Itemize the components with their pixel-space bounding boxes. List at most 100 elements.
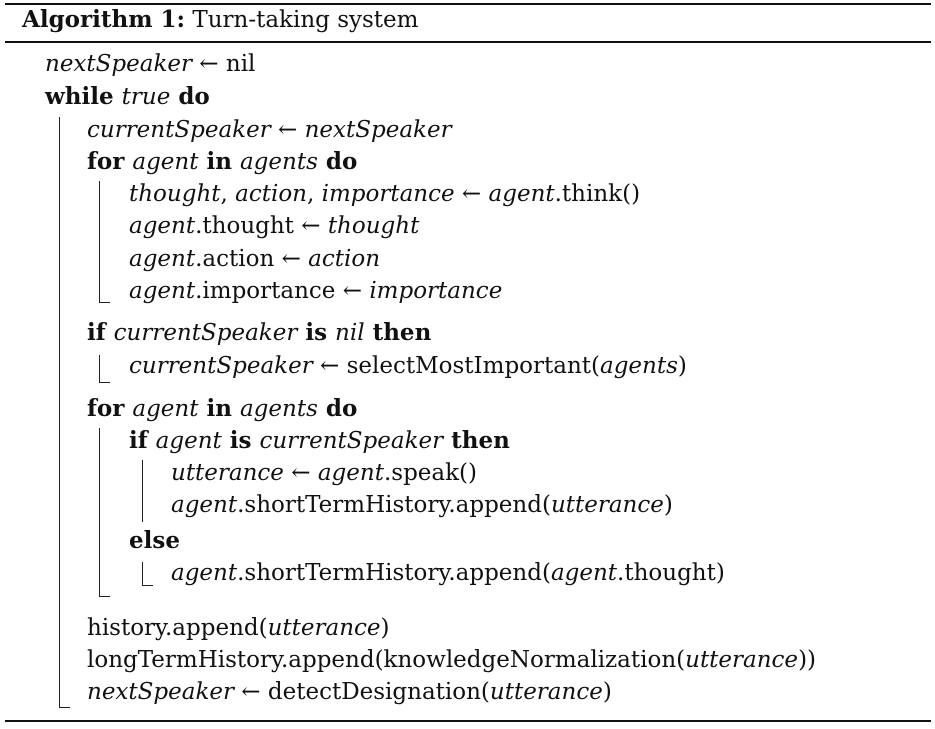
if-speaker-block-bar [142, 460, 143, 522]
while-block-bar [59, 117, 60, 708]
code-line: for agent in agents do [87, 148, 357, 178]
keyword: if [129, 427, 156, 454]
keyword: while [45, 83, 122, 110]
caption-title: Turn-taking system [192, 7, 419, 33]
code-line: currentSpeaker ← nextSpeaker [87, 116, 452, 146]
code-line: nextSpeaker ← nil [45, 50, 255, 80]
variable: currentSpeaker [259, 428, 444, 454]
variable: utterance [685, 647, 799, 673]
keyword: for [87, 395, 133, 422]
top-rule [5, 3, 931, 5]
code-text: ) [677, 353, 687, 379]
keyword: do [317, 395, 358, 422]
variable: agent [155, 428, 222, 454]
code-text: )) [798, 647, 817, 673]
if-nil-block-bar [99, 355, 100, 383]
code-line: if currentSpeaker is nil then [87, 319, 431, 349]
code-text: ← [454, 181, 489, 207]
variable: currentSpeaker [113, 320, 298, 346]
variable: agents [239, 149, 318, 175]
variable: thought [327, 213, 420, 239]
variable: action [235, 181, 307, 207]
keyword: then [443, 427, 510, 454]
keyword: if [87, 319, 114, 346]
variable: utterance [171, 460, 284, 486]
keyword: in [198, 395, 240, 422]
for-thought-block-end [99, 302, 110, 303]
variable: agent [129, 246, 196, 272]
variable: agent [132, 149, 199, 175]
variable: true [121, 84, 171, 110]
keyword: is [221, 427, 260, 454]
code-text: ) [663, 492, 673, 518]
code-text: .think() [554, 181, 641, 207]
keyword: do [317, 148, 358, 175]
variable: agent [317, 460, 384, 486]
caption-prefix: Algorithm 1: [22, 6, 186, 33]
variable: agents [600, 353, 678, 379]
variable: currentSpeaker [87, 117, 271, 143]
code-line: nextSpeaker ← detectDesignation(utteranc… [87, 678, 612, 708]
code-line: for agent in agents do [87, 395, 357, 425]
variable: agent [550, 560, 618, 586]
variable: importance [369, 278, 503, 304]
code-text: .speak() [383, 460, 477, 486]
variable: nextSpeaker [45, 51, 192, 77]
keyword: for [87, 148, 133, 175]
variable: utterance [267, 615, 381, 641]
variable: agent [132, 396, 199, 422]
code-text: .thought ← [195, 213, 328, 239]
code-text: history.append( [87, 615, 268, 641]
code-line: agent.shortTermHistory.append(utterance) [171, 491, 673, 521]
for-speak-block-bar [99, 428, 100, 597]
variable: utterance [550, 492, 664, 518]
code-line: agent.shortTermHistory.append(agent.thou… [171, 559, 725, 589]
code-text: longTermHistory.append(knowledgeNormaliz… [87, 647, 686, 673]
else-block-bar [142, 562, 143, 586]
code-line: utterance ← agent.speak() [171, 459, 477, 489]
code-text: .action ← [195, 246, 309, 272]
code-text: ← detectDesignation( [233, 679, 490, 705]
code-line: longTermHistory.append(knowledgeNormaliz… [87, 646, 816, 676]
code-text: .importance ← [195, 278, 370, 304]
variable: currentSpeaker [129, 353, 313, 379]
bottom-rule [5, 720, 931, 722]
variable: thought [129, 181, 221, 207]
code-line: agent.importance ← importance [129, 277, 502, 307]
code-line: currentSpeaker ← selectMostImportant(age… [129, 352, 687, 382]
code-line: while true do [45, 83, 210, 113]
variable: action [308, 246, 381, 272]
keyword: else [129, 527, 180, 554]
code-text: .thought) [617, 560, 725, 586]
algorithm-caption: Algorithm 1: Turn-taking system [22, 6, 418, 33]
variable: agents [239, 396, 318, 422]
variable: nextSpeaker [304, 117, 452, 143]
code-text: ) [602, 679, 612, 705]
for-thought-block-bar [99, 181, 100, 303]
variable: agent [129, 213, 196, 239]
code-line: thought, action, importance ← agent.thin… [129, 180, 640, 210]
code-line: agent.thought ← thought [129, 212, 419, 242]
code-text: ← nil [191, 51, 256, 77]
code-text: ← [283, 460, 318, 486]
code-text: , [220, 181, 236, 207]
if-nil-block-end [99, 382, 110, 383]
code-text: ) [380, 615, 390, 641]
keyword: in [198, 148, 240, 175]
variable: nextSpeaker [87, 679, 234, 705]
keyword: is [297, 319, 336, 346]
keyword: then [364, 319, 432, 346]
code-text: , [306, 181, 322, 207]
for-speak-block-end [99, 596, 110, 597]
else-block-end [142, 585, 153, 586]
keyword: do [170, 83, 210, 110]
code-line: if agent is currentSpeaker then [129, 427, 510, 457]
code-text: ← [270, 117, 305, 143]
variable: agent [488, 181, 555, 207]
while-block-end [59, 707, 70, 708]
code-text: ← selectMostImportant( [312, 353, 600, 379]
variable: agent [129, 278, 196, 304]
code-line: history.append(utterance) [87, 614, 390, 644]
variable: nil [335, 320, 365, 346]
variable: utterance [489, 679, 603, 705]
